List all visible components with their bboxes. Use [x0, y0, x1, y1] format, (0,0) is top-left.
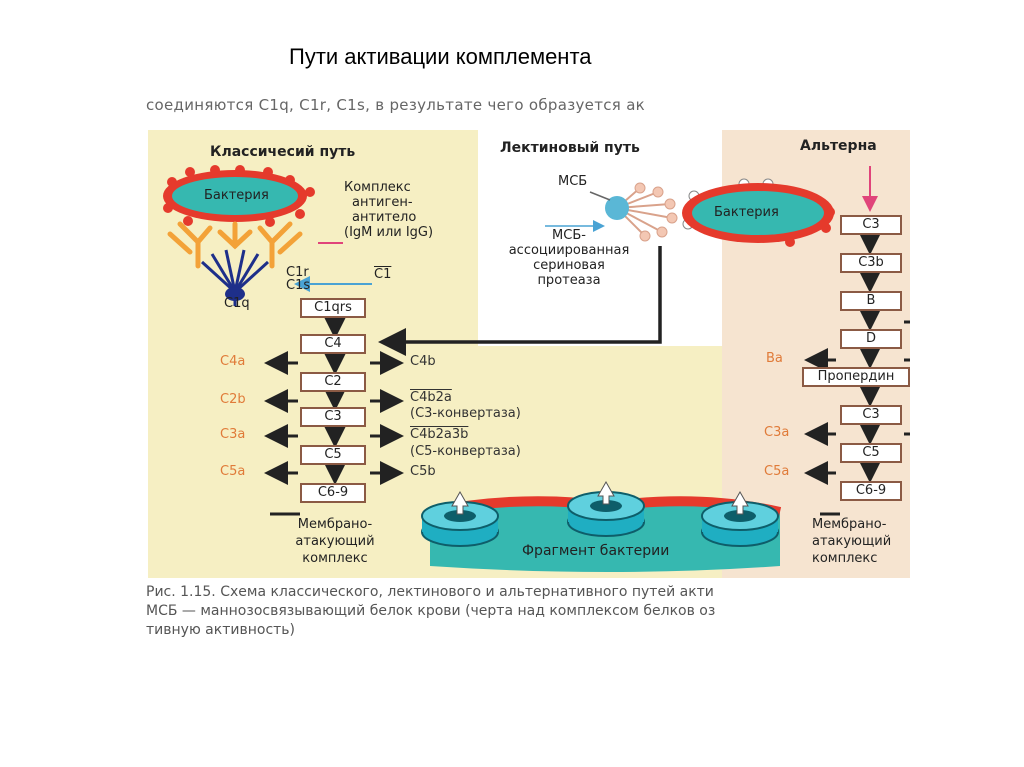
product-c3-convertase: (C3-конвертаза)	[410, 406, 521, 421]
product-c4b2a3b: C4b2a3b	[410, 427, 469, 442]
box-c6-9: C6-9	[300, 483, 366, 503]
box-c5: C5	[300, 445, 366, 465]
mac-label-line: комплекс	[812, 551, 878, 566]
alternative-chain-arrows	[804, 231, 910, 516]
alt-byproduct-c5a: C5a	[764, 464, 790, 479]
pore-icon	[701, 490, 779, 547]
c1r-label: C1r	[286, 265, 309, 280]
alternative-mac-label: Мембрано- атакующий комплекс	[812, 516, 891, 567]
byproduct-c5a: C5a	[220, 464, 246, 479]
protease-label-line: протеаза	[537, 273, 601, 288]
caption-line-1: Рис. 1.15. Схема классического, лектинов…	[146, 584, 714, 600]
complex-label-line: антитело	[352, 210, 417, 225]
classic-bacterium	[163, 165, 315, 227]
mac-label-line: Мембрано-	[297, 517, 373, 532]
alt-box-properdin: Пропердин	[802, 367, 910, 387]
classic-bacterium-label: Бактерия	[204, 188, 269, 203]
protease-label-line: МСБ-	[552, 228, 586, 243]
product-c4b: C4b	[410, 354, 436, 369]
byproduct-c4a: C4a	[220, 354, 246, 369]
byproduct-c2b: C2b	[220, 392, 246, 407]
alt-byproduct-c3a: C3a	[764, 425, 790, 440]
product-c5b: C5b	[410, 464, 436, 479]
c1-label: C1	[374, 267, 392, 282]
c1q-label: C1q	[224, 296, 250, 311]
classic-mac-label: Мембрано- атакующий комплекс	[270, 516, 400, 567]
complement-diagram: соединяются C1q, C1r, C1s, в результате …	[140, 96, 910, 644]
alt-box-c3-2: C3	[840, 405, 902, 425]
caption-line-3: тивную активность)	[146, 622, 296, 638]
c1s-label: C1s	[286, 278, 311, 293]
c1q-icon	[200, 249, 270, 306]
alt-box-c5: C5	[840, 443, 902, 463]
fragment-label: Фрагмент бактерии	[522, 543, 670, 559]
lectin-panel	[478, 130, 722, 346]
antibody-icon	[167, 221, 303, 269]
msb-label: МСБ	[558, 174, 588, 189]
protease-label-line: ассоциированная	[508, 243, 630, 258]
complex-label-line: антиген-	[352, 195, 413, 210]
alt-box-c3b: C3b	[840, 253, 902, 273]
complex-label-line: Комплекс	[344, 180, 411, 195]
pore-icon	[567, 480, 645, 537]
complex-label-line: (IgM или IgG)	[344, 225, 434, 240]
caption-line-2: МСБ — маннозосвязывающий белок крови (че…	[146, 603, 716, 619]
classic-header: Классичесий путь	[210, 144, 356, 160]
byproduct-c3a: C3a	[220, 427, 246, 442]
alt-box-c3: C3	[840, 215, 902, 235]
lectin-header: Лектиновый путь	[500, 140, 640, 156]
protease-label: МСБ- ассоциированная сериновая протеаза	[484, 228, 654, 288]
alt-byproduct-ba: Ba	[766, 351, 783, 366]
diagram-graphics	[163, 165, 910, 572]
box-c4: C4	[300, 334, 366, 354]
pore-icon	[421, 490, 499, 547]
product-c4b2a: C4b2a	[410, 390, 452, 405]
box-c1qrs: C1qrs	[300, 298, 366, 318]
box-c2: C2	[300, 372, 366, 392]
complex-label: Комплекс антиген- антитело (IgM или IgG)	[344, 180, 433, 240]
cropped-top-text: соединяются C1q, C1r, C1s, в результате …	[146, 96, 646, 114]
mac-label-line: атакующий	[812, 534, 892, 549]
protease-label-line: сериновая	[533, 258, 605, 273]
alternative-bacterium-label: Бактерия	[714, 205, 779, 220]
bacterial-fragment	[421, 480, 782, 572]
mac-label-line: атакующий	[295, 534, 375, 549]
alt-box-b: B	[840, 291, 902, 311]
product-c5-convertase: (C5-конвертаза)	[410, 444, 521, 459]
msb-icon	[589, 182, 678, 242]
classic-chain-arrows	[264, 315, 404, 516]
alt-box-d: D	[840, 329, 902, 349]
alternative-bacterium	[682, 178, 835, 247]
mac-label-line: комплекс	[302, 551, 368, 566]
slide-title: Пути активации комплемента	[289, 44, 592, 69]
box-c3: C3	[300, 407, 366, 427]
mac-label-line: Мембрано-	[812, 517, 887, 532]
alternative-header: Альтерна	[800, 138, 877, 154]
alt-box-c6-9: C6-9	[840, 481, 902, 501]
